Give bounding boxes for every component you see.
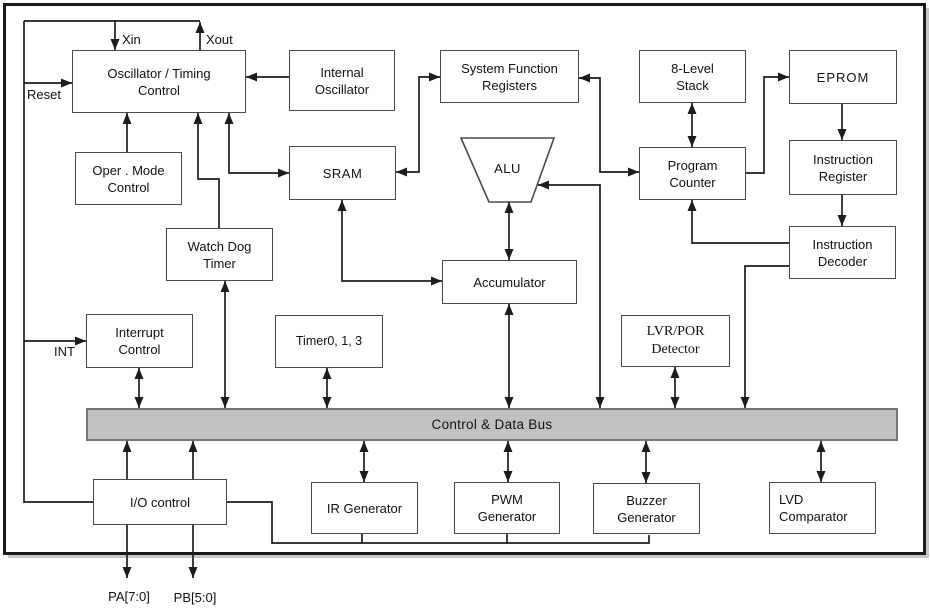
block-lvd-comparator: LVD Comparator [769, 482, 876, 534]
pin-label-reset: Reset [27, 87, 61, 102]
block-system-function-registers: System Function Registers [440, 50, 579, 103]
pin-label-pb: PB[5:0] [173, 590, 217, 605]
block-oscillator-timing-control: Oscillator / Timing Control [72, 50, 246, 113]
block-buzzer-generator: Buzzer Generator [593, 483, 700, 534]
pin-label-xout: Xout [206, 32, 233, 47]
block-eprom: EPROM [789, 50, 897, 104]
alu-trapezoid [459, 137, 556, 203]
block-accumulator: Accumulator [442, 260, 577, 304]
block-program-counter: Program Counter [639, 147, 746, 200]
block-alu-label: ALU [494, 160, 521, 176]
pin-label-xin: Xin [122, 32, 141, 47]
block-internal-oscillator: Internal Oscillator [289, 50, 395, 111]
control-data-bus: Control & Data Bus [86, 408, 898, 441]
pin-label-int: INT [54, 344, 75, 359]
block-io-control: I/O control [93, 479, 227, 525]
block-watch-dog-timer: Watch Dog Timer [166, 228, 273, 281]
pin-label-pa: PA[7:0] [108, 589, 150, 604]
block-sram: SRAM [289, 146, 396, 200]
block-interrupt-control: Interrupt Control [86, 314, 193, 368]
block-instruction-decoder: Instruction Decoder [789, 226, 896, 279]
block-lvr-por-detector: LVR/POR Detector [621, 315, 730, 367]
block-ir-generator: IR Generator [311, 482, 418, 534]
block-timer: Timer0, 1, 3 [275, 315, 383, 368]
block-instruction-register: Instruction Register [789, 140, 897, 195]
block-pwm-generator: PWM Generator [454, 482, 560, 534]
block-8-level-stack: 8-Level Stack [639, 50, 746, 103]
block-oper-mode-control: Oper . Mode Control [75, 152, 182, 205]
